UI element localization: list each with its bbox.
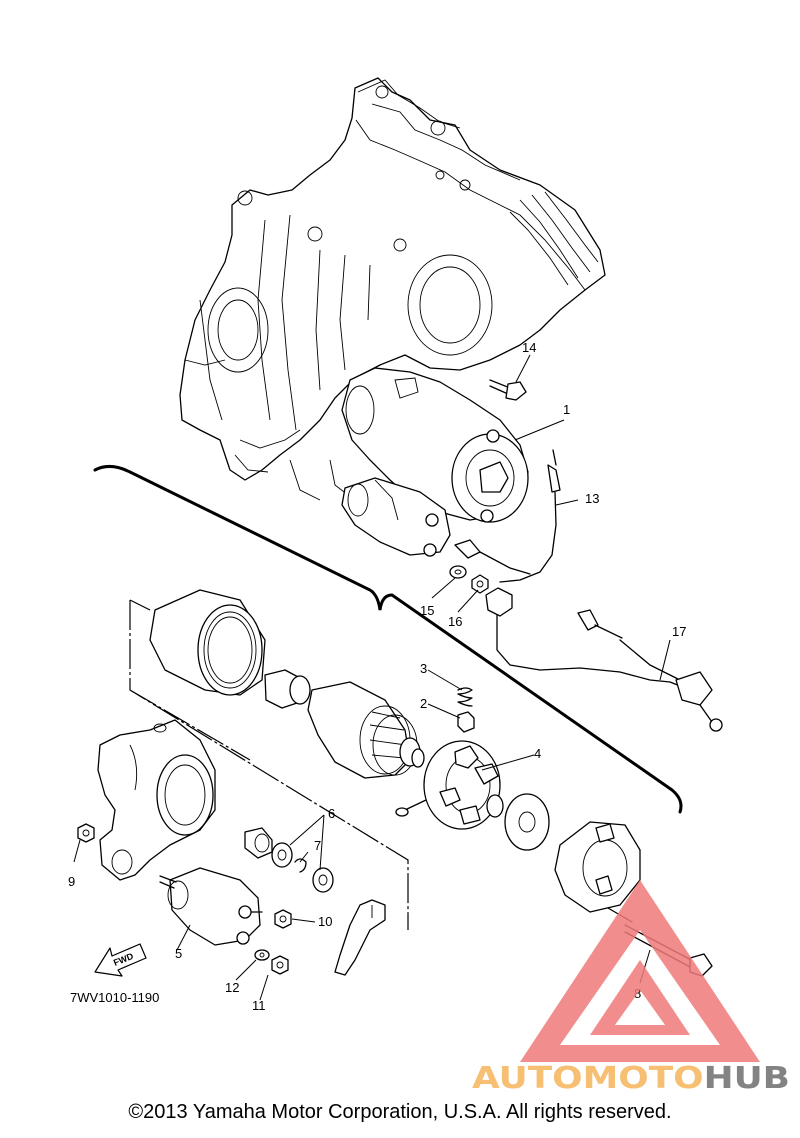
shift-lever xyxy=(334,899,386,976)
engine-block xyxy=(179,77,606,501)
nut-9 xyxy=(77,823,95,843)
callout-6: 6 xyxy=(328,806,335,821)
leader-lines xyxy=(73,354,671,1001)
nut-10 xyxy=(274,909,292,929)
starter-solenoid-5 xyxy=(159,867,263,946)
watermark-triangle-icon xyxy=(520,880,760,1062)
starter-motor-assembly xyxy=(341,367,531,575)
positive-cable-13 xyxy=(499,449,561,583)
fwd-arrow-icon: FWD xyxy=(94,943,147,977)
rear-cover xyxy=(554,821,641,913)
callout-15: 15 xyxy=(420,603,434,618)
callout-13: 13 xyxy=(585,491,599,506)
callout-7: 7 xyxy=(314,838,321,853)
brush-spring-3 xyxy=(457,687,473,707)
callout-14: 14 xyxy=(522,340,536,355)
part-code: 7WV1010-1190 xyxy=(70,990,159,1005)
washer-12 xyxy=(254,949,270,961)
callout-5: 5 xyxy=(175,946,182,961)
circlip-7 xyxy=(294,858,307,873)
callout-16: 16 xyxy=(448,614,462,629)
nut-11 xyxy=(271,955,289,975)
callout-2: 2 xyxy=(420,696,427,711)
callout-numbers: 1 2 3 4 5 6 7 8 9 10 11 12 13 14 15 16 1… xyxy=(68,340,686,1013)
callout-11: 11 xyxy=(252,998,266,1013)
callout-9: 9 xyxy=(68,874,75,889)
brush-holder-4 xyxy=(395,740,504,830)
bolt-14 xyxy=(489,379,527,401)
callout-4: 4 xyxy=(534,746,541,761)
nut-16 xyxy=(471,574,489,594)
bushing xyxy=(244,827,273,859)
thrust-washer xyxy=(504,793,550,851)
yoke-housing xyxy=(149,589,266,696)
armature xyxy=(264,669,425,779)
watermark-text-hub: HUB xyxy=(704,1061,790,1096)
callout-12: 12 xyxy=(225,980,239,995)
callout-3: 3 xyxy=(420,661,427,676)
callout-1: 1 xyxy=(563,402,570,417)
nut-15 xyxy=(449,565,467,579)
drive-end-housing xyxy=(97,719,216,881)
callout-17: 17 xyxy=(672,624,686,639)
brush-2 xyxy=(457,711,475,733)
cable-17 xyxy=(485,587,723,732)
watermark-triangle-inner-icon xyxy=(590,960,690,1035)
exploded-boundary xyxy=(129,599,409,930)
washer-set-6 xyxy=(271,842,334,893)
callout-8: 8 xyxy=(634,986,641,1001)
callout-10: 10 xyxy=(318,914,332,929)
copyright-notice: ©2013 Yamaha Motor Corporation, U.S.A. A… xyxy=(128,1101,672,1123)
watermark-text-automoto: AUTOMOTO xyxy=(472,1061,704,1096)
exploded-view-bracket xyxy=(93,465,683,814)
